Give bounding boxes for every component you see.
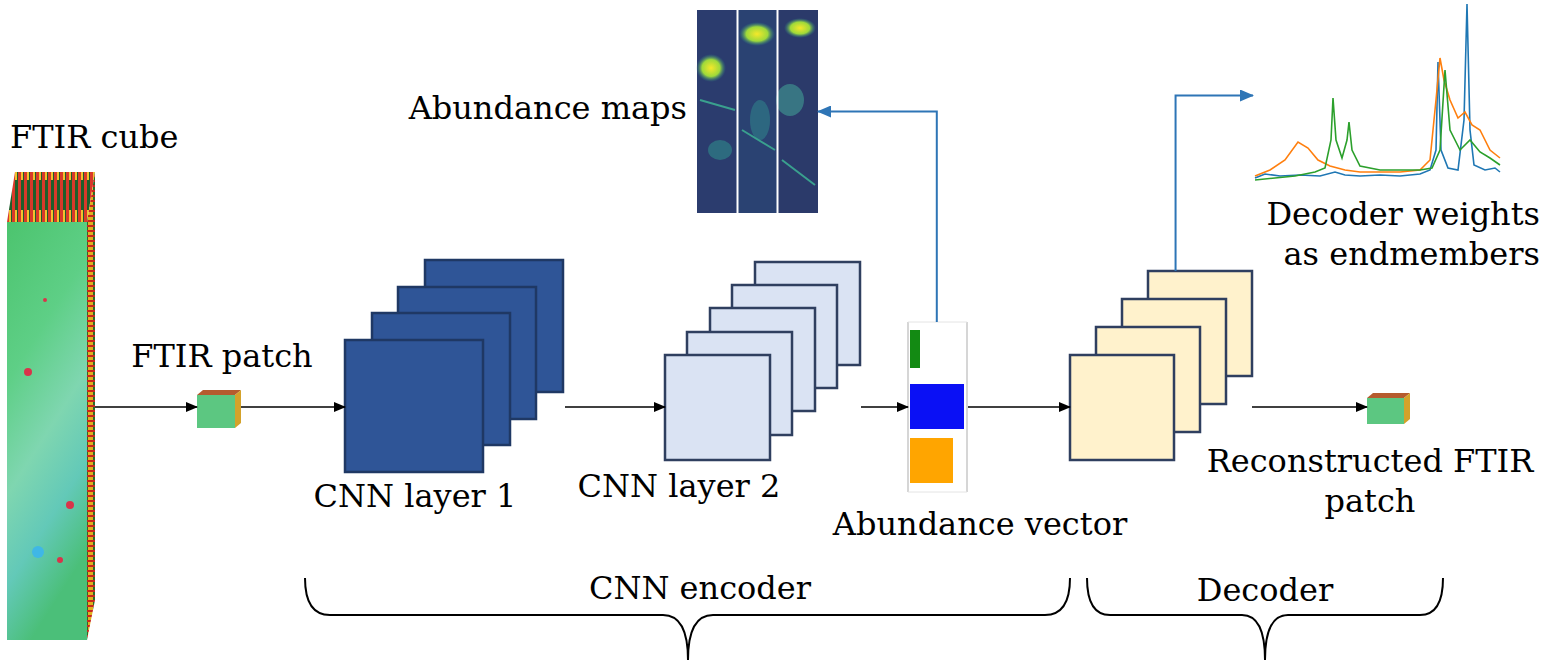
endmember-spectra bbox=[1255, 4, 1500, 180]
cube-front bbox=[7, 222, 87, 640]
node-label: FTIR patch bbox=[94, 336, 350, 376]
cnn-layer-stack bbox=[345, 260, 563, 472]
abundance-vector: Abundance vector bbox=[908, 322, 968, 492]
node-label: Abundance maps bbox=[385, 88, 687, 128]
cube-side bbox=[87, 172, 95, 640]
cnn-layer: CNN layer 2 bbox=[665, 262, 861, 462]
endmember-plot: Decoder weights as endmembers bbox=[1253, 4, 1505, 187]
flow-arrow bbox=[818, 112, 937, 323]
node-label: Decoder bbox=[1175, 570, 1355, 610]
node-label: Abundance vector bbox=[820, 504, 1140, 544]
patch-side bbox=[235, 390, 241, 428]
hyperspectral-cube: FTIR cube bbox=[7, 172, 95, 640]
cube-spots bbox=[24, 298, 74, 563]
flow-arrow bbox=[95, 406, 197, 408]
abundance-maps: Abundance maps bbox=[697, 10, 818, 213]
flow-arrow bbox=[1252, 406, 1367, 408]
node-label: Reconstructed FTIR patch bbox=[1197, 441, 1543, 521]
cube-top bbox=[7, 172, 95, 222]
cnn-layer-stack bbox=[665, 262, 860, 460]
flow-arrow bbox=[565, 406, 665, 408]
reconstructed-patch: Reconstructed FTIR patch bbox=[1367, 393, 1410, 424]
group-label: CNN encoder bbox=[540, 568, 860, 608]
patch-front bbox=[197, 395, 235, 428]
decoder-layer: Decoder bbox=[1070, 271, 1252, 461]
node-label: Decoder weights as endmembers bbox=[1249, 194, 1540, 274]
flow-arrow bbox=[241, 406, 345, 408]
node-label: CNN layer 1 bbox=[275, 476, 555, 516]
patch-top bbox=[197, 390, 241, 395]
abundance-bars bbox=[908, 322, 967, 492]
cnn-layer: CNN layer 1 bbox=[345, 260, 565, 473]
patch-cube: FTIR patch bbox=[197, 390, 241, 430]
patch-side bbox=[1404, 393, 1410, 424]
node-label: FTIR cube bbox=[10, 117, 230, 157]
node-label: CNN layer 2 bbox=[539, 466, 819, 506]
decoder-stack bbox=[1070, 271, 1252, 460]
flow-arrow bbox=[861, 406, 908, 408]
abundance-map-panels bbox=[696, 10, 818, 213]
flow-arrow bbox=[968, 406, 1070, 408]
flow-arrow bbox=[1176, 96, 1253, 272]
patch-front bbox=[1367, 398, 1404, 424]
patch-top bbox=[1367, 393, 1410, 398]
cube-spot bbox=[32, 546, 44, 558]
